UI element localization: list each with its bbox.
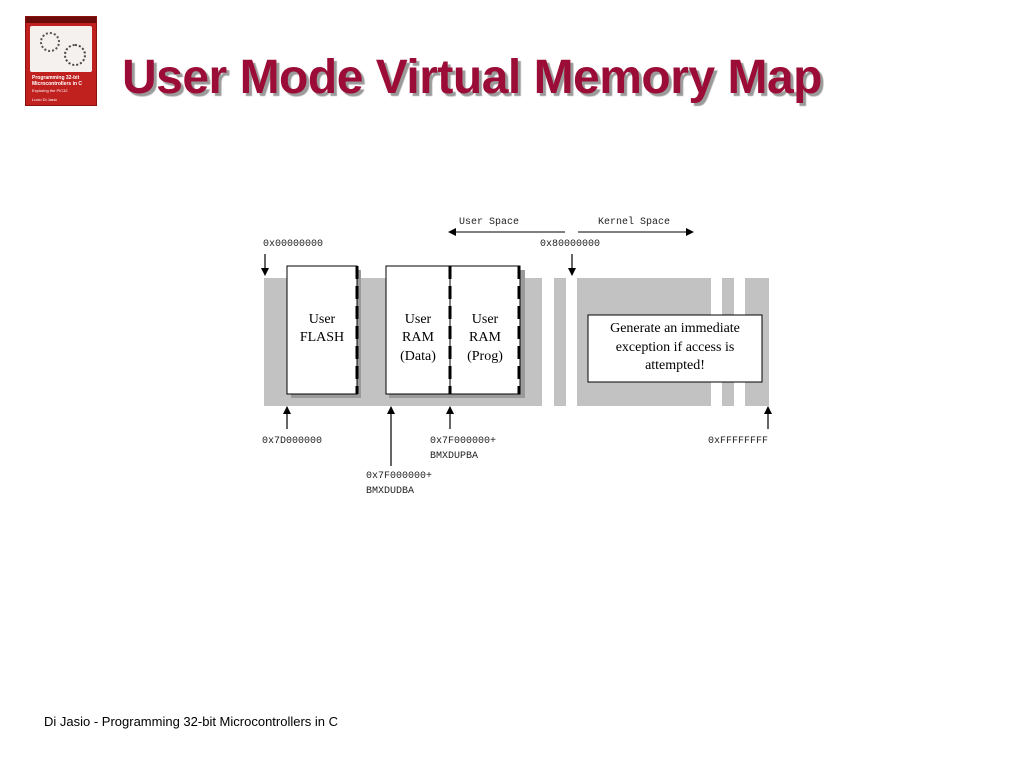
book-cover-title: Programming 32-bit Microcontrollers in C	[32, 75, 83, 87]
book-cover-image: Programming 32-bit Microcontrollers in C…	[25, 16, 97, 106]
book-cover-band	[26, 17, 96, 23]
addr-bmxdudba-line1: 0x7F000000+	[366, 471, 432, 482]
user-space-label: User Space	[459, 217, 519, 228]
user-ram-data-block: User RAM (Data)	[385, 265, 451, 395]
svg-text:User: User	[405, 312, 432, 327]
user-ram-prog-block: User RAM (Prog)	[448, 265, 521, 395]
memory-bar-gap	[554, 278, 566, 406]
svg-text:exception if access is: exception if access is	[616, 340, 735, 355]
svg-text:FLASH: FLASH	[300, 330, 344, 345]
kernel-space-label: Kernel Space	[598, 216, 670, 228]
slide-footer: Di Jasio - Programming 32-bit Microcontr…	[44, 714, 339, 729]
book-cover-author: Lucio Di Jasio	[32, 97, 57, 102]
addr-0x00000000: 0x00000000	[263, 239, 323, 250]
addr-0x7D000000: 0x7D000000	[262, 436, 322, 447]
svg-text:RAM: RAM	[469, 330, 501, 345]
exception-box: Generate an immediate exception if acces…	[587, 314, 763, 383]
svg-text:(Prog): (Prog)	[467, 349, 503, 364]
book-cover-art	[30, 26, 92, 72]
slide-title: User Mode Virtual Memory Map	[122, 51, 822, 104]
book-cover-subtitle: Exploring the PIC32	[32, 88, 68, 93]
addr-bmxdudba-line2: BMXDUDBA	[366, 486, 414, 497]
user-flash-block: User FLASH	[286, 265, 359, 395]
svg-text:Generate an immediate: Generate an immediate	[610, 321, 740, 336]
svg-text:User: User	[309, 312, 336, 327]
addr-bmxdupba-line1: 0x7F000000+	[430, 436, 496, 447]
svg-text:User: User	[472, 312, 499, 327]
svg-text:attempted!: attempted!	[645, 358, 705, 373]
addr-bmxdupba-line2: BMXDUPBA	[430, 451, 478, 462]
addr-0xFFFFFFFF: 0xFFFFFFFF	[708, 436, 768, 447]
svg-text:RAM: RAM	[402, 330, 434, 345]
svg-text:(Data): (Data)	[400, 349, 436, 364]
addr-0x80000000: 0x80000000	[540, 239, 600, 250]
